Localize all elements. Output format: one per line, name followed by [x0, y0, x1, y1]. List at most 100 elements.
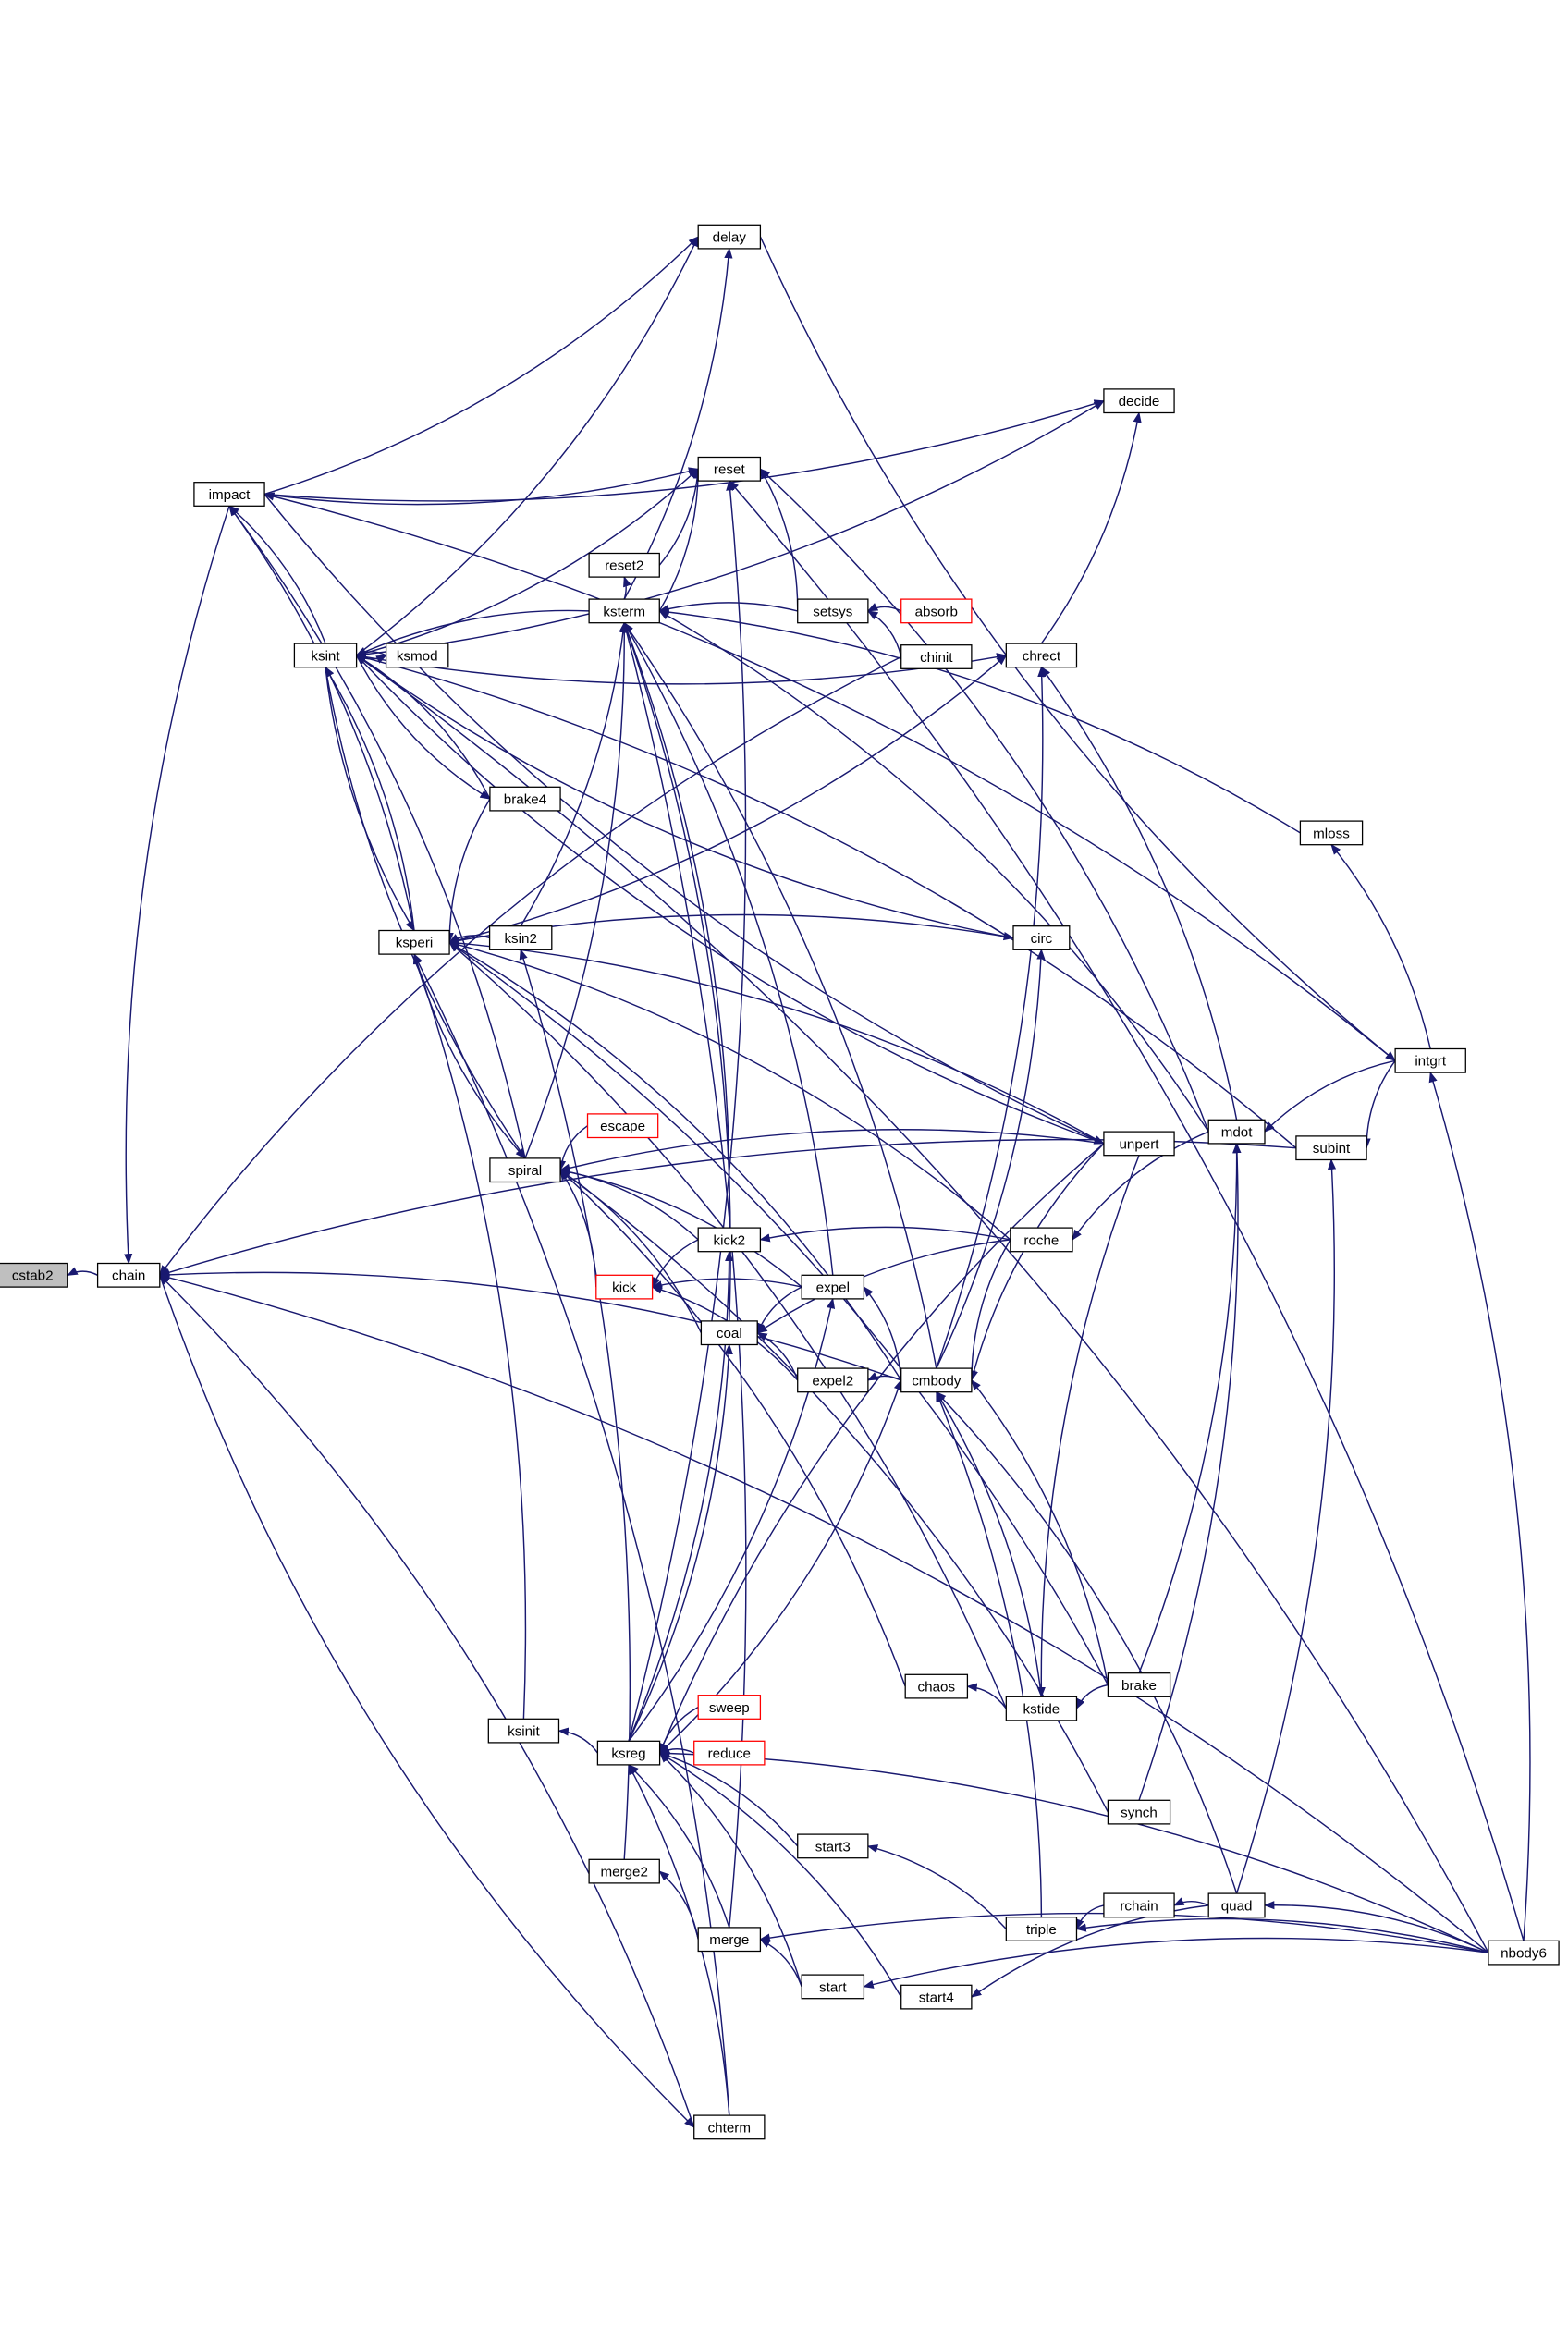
node-label: kick2 — [713, 1232, 745, 1248]
node-decide[interactable]: decide — [1103, 388, 1175, 414]
node-label: chain — [112, 1268, 145, 1284]
node-absorb[interactable]: absorb — [900, 598, 973, 624]
node-sweep[interactable]: sweep — [697, 1695, 762, 1720]
node-label: brake — [1121, 1678, 1157, 1694]
node-box — [588, 1858, 660, 1884]
edge-cmbody-to-expel2 — [866, 1372, 902, 1381]
node-roche[interactable]: roche — [1010, 1227, 1073, 1253]
edge-kick2-to-spiral — [558, 1168, 699, 1241]
node-triple[interactable]: triple — [1005, 1917, 1078, 1941]
node-start4[interactable]: start4 — [900, 1984, 973, 2010]
node-ksterm[interactable]: ksterm — [588, 598, 660, 624]
edge-delay-to-intgrt — [759, 236, 1397, 1062]
edge-cmbody-to-ksterm — [623, 621, 937, 1369]
node-nbody6[interactable]: nbody6 — [1488, 1940, 1560, 1966]
edge-ksterm-to-delay — [623, 247, 733, 600]
node-quad[interactable]: quad — [1207, 1892, 1266, 1918]
edge-cmbody-to-ksperi — [448, 941, 902, 1381]
edge-ksinit-to-ksperi — [412, 953, 527, 1720]
node-box — [697, 1695, 762, 1720]
node-impact[interactable]: impact — [193, 482, 265, 507]
node-box — [293, 643, 358, 668]
edge-mdot-to-roche — [1072, 1131, 1209, 1241]
node-brake4[interactable]: brake4 — [489, 786, 561, 812]
node-ksin2[interactable]: ksin2 — [488, 925, 553, 950]
node-spiral[interactable]: spiral — [489, 1157, 561, 1183]
node-label: cmbody — [912, 1373, 962, 1389]
node-circ[interactable]: circ — [1012, 925, 1071, 950]
node-coal[interactable]: coal — [700, 1320, 758, 1346]
node-start[interactable]: start — [801, 1974, 865, 2000]
node-intgrt[interactable]: intgrt — [1394, 1047, 1466, 1073]
node-merge[interactable]: merge — [697, 1927, 762, 1953]
node-box — [1207, 1119, 1266, 1145]
node-rchain[interactable]: rchain — [1103, 1892, 1175, 1918]
node-escape[interactable]: escape — [586, 1113, 659, 1139]
node-label: decide — [1119, 394, 1160, 410]
node-ksperi[interactable]: ksperi — [378, 929, 450, 955]
node-box — [797, 598, 869, 624]
node-box — [700, 1320, 758, 1346]
node-label: merge2 — [600, 1865, 648, 1880]
node-subint[interactable]: subint — [1295, 1135, 1367, 1161]
node-ksint[interactable]: ksint — [293, 643, 358, 668]
node-reset2[interactable]: reset2 — [588, 552, 660, 578]
node-ksinit[interactable]: ksinit — [487, 1718, 560, 1744]
node-label: kick — [612, 1280, 637, 1296]
edge-roche-to-ksperi — [447, 940, 1011, 1241]
node-label: chrect — [1023, 648, 1061, 664]
node-brake[interactable]: brake — [1107, 1672, 1171, 1697]
node-mdot[interactable]: mdot — [1207, 1119, 1266, 1145]
node-cmbody[interactable]: cmbody — [900, 1367, 973, 1393]
edge-ksint-to-brake4 — [355, 655, 491, 800]
node-chterm[interactable]: chterm — [693, 2114, 766, 2140]
edge-nbody6-to-ksint — [355, 655, 1489, 1953]
edge-intgrt-to-impact — [263, 492, 1396, 1061]
node-label: ksmod — [397, 648, 438, 664]
node-kick[interactable]: kick — [595, 1274, 654, 1300]
node-box — [1394, 1047, 1466, 1073]
node-box — [797, 1367, 869, 1393]
node-ksmod[interactable]: ksmod — [385, 643, 449, 668]
node-expel[interactable]: expel — [801, 1274, 865, 1300]
edge-nbody6-to-reset — [729, 480, 1525, 1941]
node-unpert[interactable]: unpert — [1103, 1131, 1175, 1157]
node-ksreg[interactable]: ksreg — [596, 1740, 661, 1766]
node-mloss[interactable]: mloss — [1299, 820, 1364, 846]
edge-brake-to-mdot — [1138, 1142, 1242, 1673]
node-box — [693, 2114, 766, 2140]
node-reset[interactable]: reset — [697, 456, 762, 482]
edge-cmbody-to-circ — [936, 949, 1046, 1369]
edge-ksperi-to-chrect — [448, 655, 1008, 943]
node-kstide[interactable]: kstide — [1005, 1696, 1078, 1721]
node-chain[interactable]: chain — [96, 1262, 161, 1288]
node-start3[interactable]: start3 — [797, 1833, 869, 1859]
node-kick2[interactable]: kick2 — [697, 1227, 762, 1253]
edge-ksperi-to-spiral — [413, 953, 526, 1159]
node-label: synch — [1121, 1806, 1158, 1821]
node-expel2[interactable]: expel2 — [797, 1367, 869, 1393]
edge-escape-to-spiral — [557, 1125, 588, 1171]
node-box — [697, 456, 762, 482]
node-box — [385, 643, 449, 668]
edge-nbody6-to-ksreg — [658, 1748, 1489, 1953]
edge-impact-to-chain — [124, 506, 230, 1265]
node-label: mdot — [1221, 1125, 1254, 1141]
node-box — [1012, 925, 1071, 950]
node-chaos[interactable]: chaos — [904, 1673, 969, 1699]
node-chrect[interactable]: chrect — [1005, 643, 1078, 668]
node-chinit[interactable]: chinit — [900, 644, 973, 669]
node-box — [588, 552, 660, 578]
node-merge2[interactable]: merge2 — [588, 1858, 660, 1884]
node-label: triple — [1026, 1922, 1057, 1938]
node-synch[interactable]: synch — [1107, 1799, 1171, 1825]
edge-ksreg-to-reset — [628, 479, 747, 1742]
node-setsys[interactable]: setsys — [797, 598, 869, 624]
node-reduce[interactable]: reduce — [693, 1740, 766, 1766]
node-cstab2[interactable]: cstab2 — [0, 1262, 68, 1288]
edge-setsys-to-ksterm — [658, 602, 798, 613]
node-box — [801, 1274, 865, 1300]
node-box — [96, 1262, 161, 1288]
node-delay[interactable]: delay — [697, 224, 762, 250]
edge-ksin2-to-ksterm — [520, 621, 628, 927]
